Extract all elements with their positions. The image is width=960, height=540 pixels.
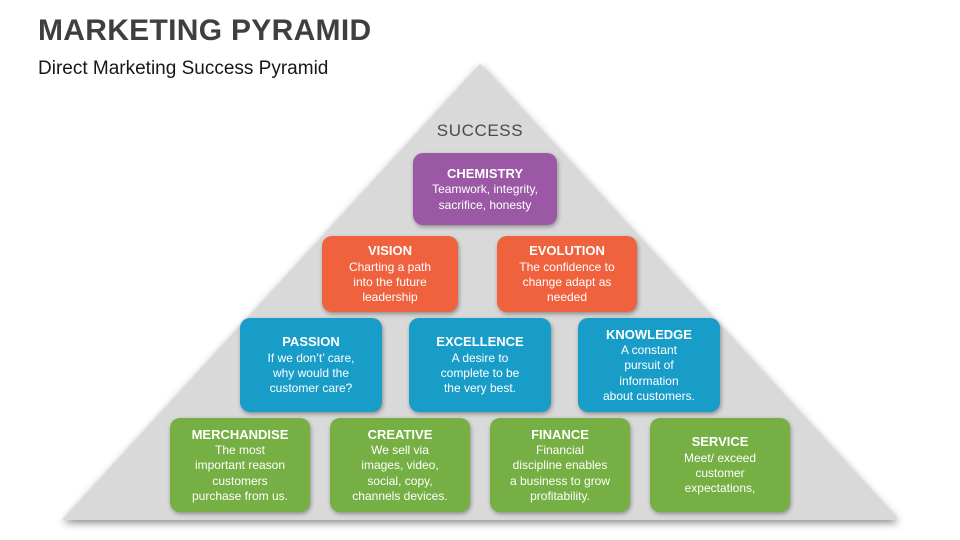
block-title: CHEMISTRY: [446, 166, 524, 182]
pyramid-block-chemistry: CHEMISTRY Teamwork, integrity, sacrifice…: [413, 153, 557, 225]
block-body: If we don’t’ care, why would the custome…: [267, 350, 355, 396]
pyramid-block-service: SERVICE Meet/ exceed customer expectatio…: [650, 418, 790, 512]
pyramid-block-passion: PASSION If we don’t’ care, why would the…: [240, 318, 382, 412]
block-body: The most important reason customers purc…: [191, 442, 289, 503]
pyramid-block-finance: FINANCE Financial discipline enables a b…: [490, 418, 630, 512]
pyramid-block-knowledge: KNOWLEDGE A constant pursuit of informat…: [578, 318, 720, 412]
pyramid-block-merchandise: MERCHANDISE The most important reason cu…: [170, 418, 310, 512]
block-title: PASSION: [282, 334, 340, 350]
pyramid-block-evolution: EVOLUTION The confidence to change adapt…: [497, 236, 637, 312]
block-title: SERVICE: [691, 434, 749, 450]
block-title: KNOWLEDGE: [606, 326, 692, 342]
block-body: Charting a path into the future leadersh…: [348, 259, 432, 305]
block-title: EXCELLENCE: [436, 334, 524, 350]
block-title: CREATIVE: [367, 426, 433, 442]
page-title: MARKETING PYRAMID: [38, 14, 372, 47]
block-title: FINANCE: [531, 426, 589, 442]
block-body: A constant pursuit of information about …: [602, 342, 696, 403]
pyramid-block-vision: VISION Charting a path into the future l…: [322, 236, 458, 312]
pyramid-apex-label: SUCCESS: [436, 121, 524, 140]
block-body: A desire to complete to be the very best…: [440, 350, 520, 396]
block-body: The confidence to change adapt as needed: [519, 259, 615, 305]
block-title: MERCHANDISE: [191, 426, 289, 442]
pyramid-block-excellence: EXCELLENCE A desire to complete to be th…: [409, 318, 551, 412]
block-body: Teamwork, integrity, sacrifice, honesty: [432, 182, 538, 212]
block-body: We sell via images, video, social, copy,…: [352, 442, 448, 503]
pyramid-block-creative: CREATIVE We sell via images, video, soci…: [330, 418, 470, 512]
page-subtitle: Direct Marketing Success Pyramid: [38, 58, 329, 79]
block-body: Meet/ exceed customer expectations,: [683, 450, 757, 496]
block-title: EVOLUTION: [529, 243, 605, 259]
block-title: VISION: [367, 243, 413, 259]
block-body: Financial discipline enables a business …: [509, 442, 611, 503]
